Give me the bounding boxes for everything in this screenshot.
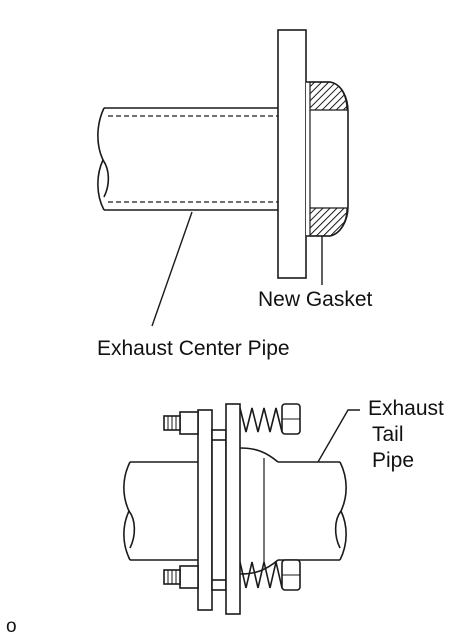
- right-flange: [225, 403, 241, 615]
- top-bolt-nut-left: [179, 411, 199, 435]
- tail-pipe-break-inner: [334, 510, 342, 549]
- tail-pipe-leader: [317, 409, 360, 463]
- label-exhaust-tail-pipe-line3: Pipe: [372, 449, 414, 472]
- center-pipe-flange: [277, 29, 307, 279]
- top-spring: [239, 407, 283, 433]
- label-exhaust-tail-pipe-line1: Exhaust: [368, 397, 444, 420]
- left-pipe-break-inner: [128, 510, 136, 549]
- tail-pipe-bell: [239, 447, 279, 575]
- tail-pipe-body: [278, 461, 340, 561]
- label-exhaust-tail-pipe-line2: Tail: [372, 423, 404, 446]
- bottom-spring: [239, 561, 283, 589]
- corner-mark: o: [6, 616, 17, 637]
- joint-gasket: [211, 429, 227, 591]
- bottom-bolt-nut-left: [179, 565, 199, 589]
- gasket-hatch-top: [309, 81, 348, 111]
- bottom-bolt-thread-left: [167, 570, 177, 584]
- tail-pipe-joint-figure: [123, 403, 360, 615]
- label-new-gasket: New Gasket: [258, 288, 373, 311]
- center-pipe-figure: [97, 29, 349, 327]
- top-bolt-thread-left: [167, 416, 177, 430]
- center-pipe-body: [104, 107, 278, 211]
- label-exhaust-center-pipe: Exhaust Center Pipe: [97, 337, 290, 360]
- left-flange: [197, 409, 213, 611]
- center-pipe-break-inner: [102, 159, 110, 198]
- center-pipe-leader: [151, 211, 193, 327]
- gasket-hatch-bottom: [309, 207, 348, 237]
- left-pipe-body: [130, 461, 198, 561]
- center-pipe-break-end: [97, 107, 105, 211]
